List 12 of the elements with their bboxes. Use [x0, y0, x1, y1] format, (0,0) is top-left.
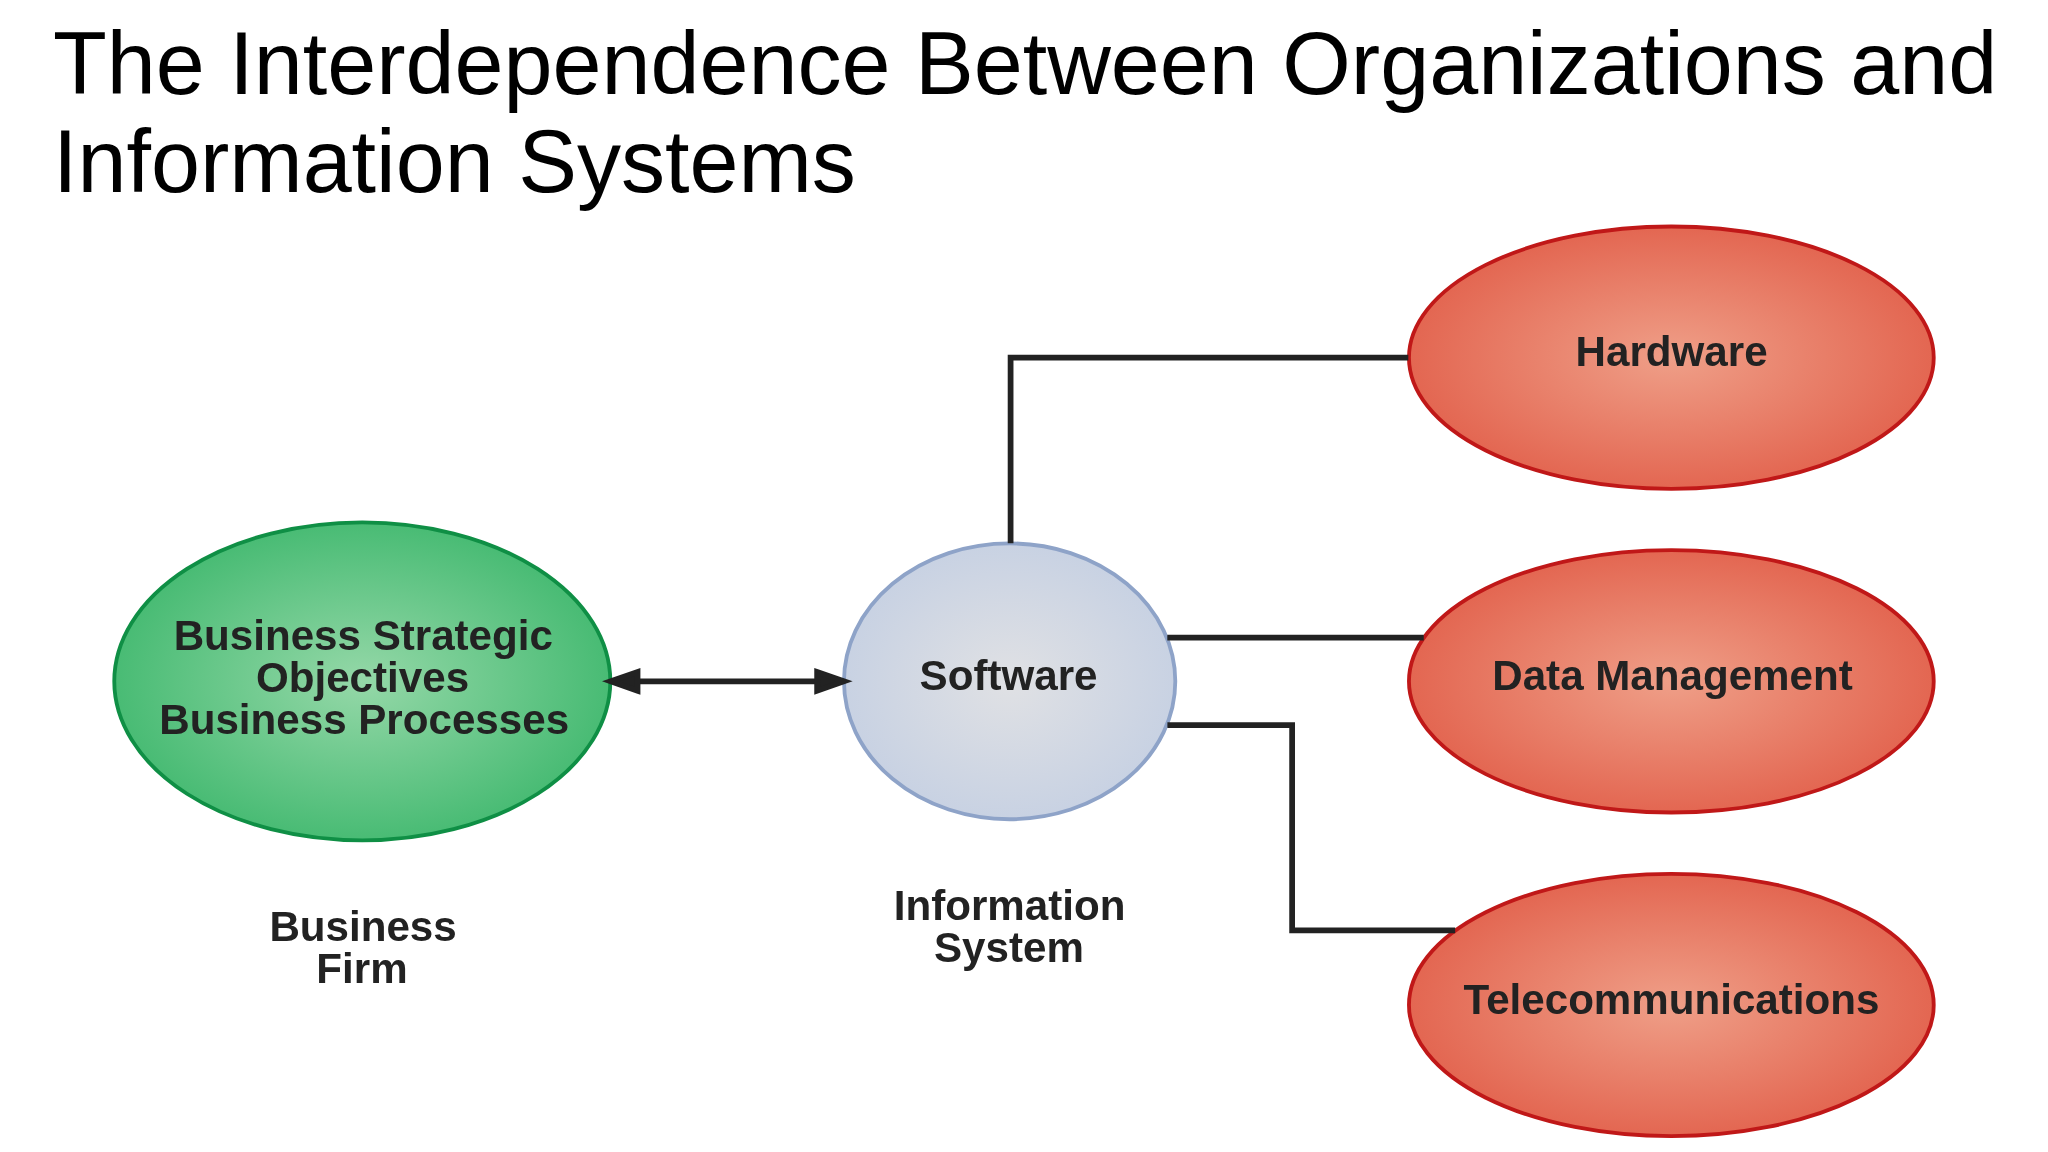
node-ellipse: Hardware [1407, 224, 1936, 491]
diagram-title: The Interdependence Between Organizations and Information Systems [52, 13, 1998, 211]
node-ellipse: Software [842, 541, 1178, 822]
connector [1167, 722, 1456, 934]
node-ellipse: Data Management [1407, 548, 1936, 815]
label: Information System [893, 881, 1126, 972]
node-ellipse: Business Strategic Objectives Business Processes [112, 520, 613, 843]
connector [1007, 354, 1409, 544]
arrow [602, 667, 853, 695]
connector [1167, 634, 1424, 641]
node-ellipse: Telecommunications [1407, 871, 1936, 1139]
label: Business Firm [269, 903, 457, 993]
